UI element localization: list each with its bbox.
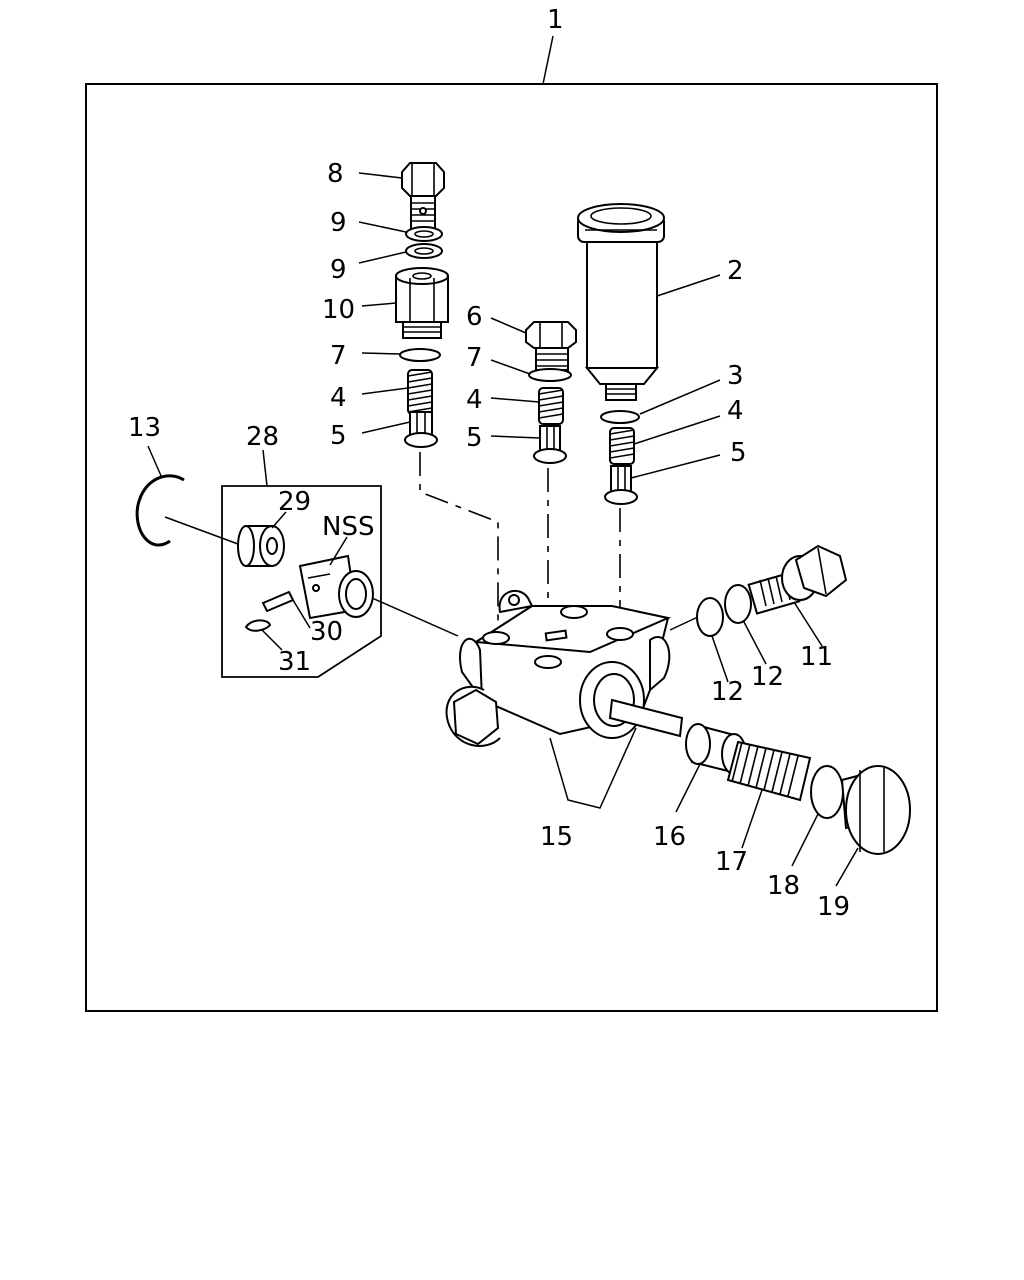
washer-9-lower	[405, 243, 443, 259]
leader-15	[549, 727, 637, 809]
leader-29	[271, 511, 287, 529]
label-6: 6	[466, 302, 483, 332]
label-2: 2	[727, 256, 744, 286]
spring-4-left	[407, 369, 433, 415]
label-4-middle: 4	[466, 385, 483, 415]
leader-6	[490, 317, 527, 334]
pump-body-15	[445, 589, 672, 747]
leader-31	[261, 629, 283, 651]
leader-5-left	[361, 421, 411, 434]
snap-ring-13	[135, 474, 185, 547]
gasket-18	[810, 765, 844, 819]
leader-4-middle	[490, 397, 540, 403]
valve-5-middle	[533, 425, 567, 464]
banjo-bolt-8	[401, 162, 445, 231]
leader-13	[147, 445, 163, 479]
leader-11	[793, 601, 823, 647]
leader-1	[542, 35, 554, 85]
centerline-right-port	[669, 615, 701, 631]
leader-30	[292, 599, 311, 629]
leader-8	[358, 172, 403, 179]
leader-7-left	[361, 352, 401, 355]
label-5-left: 5	[330, 421, 347, 451]
leader-3	[639, 379, 721, 415]
label-13: 13	[128, 413, 161, 443]
label-31: 31	[278, 647, 311, 677]
label-28: 28	[246, 422, 279, 452]
banjo-bolt-11	[747, 544, 848, 615]
label-11: 11	[800, 642, 833, 672]
clip-31	[244, 619, 272, 632]
centerline-left	[419, 452, 499, 630]
shaft-16-rod	[608, 698, 684, 738]
plug-19	[840, 765, 911, 855]
valve-5-right	[604, 465, 638, 505]
leader-5-right	[630, 454, 721, 479]
leader-2	[656, 274, 721, 297]
label-30: 30	[310, 617, 343, 647]
leader-9b	[358, 251, 407, 264]
centerline-ring	[164, 516, 239, 545]
label-8: 8	[327, 159, 344, 189]
spring-4-middle	[538, 387, 564, 425]
leader-28	[262, 449, 268, 487]
label-4-right: 4	[727, 396, 744, 426]
leader-19	[835, 847, 859, 887]
gasket-12-right	[724, 584, 752, 624]
label-9b: 9	[330, 255, 347, 285]
label-18: 18	[767, 871, 800, 901]
gasket-12-left	[696, 597, 724, 637]
o-ring-7-left	[399, 348, 441, 362]
fitting-10	[395, 267, 449, 339]
washer-9-lower-hole	[414, 247, 434, 255]
leader-nss	[329, 536, 348, 566]
label-1: 1	[547, 5, 564, 35]
label-19: 19	[817, 892, 850, 922]
label-10: 10	[322, 295, 355, 325]
label-7-middle: 7	[466, 343, 483, 373]
spring-17	[726, 740, 812, 802]
leader-7-middle	[490, 359, 531, 375]
leader-9a	[358, 221, 407, 233]
plug-6	[525, 321, 577, 371]
label-12-left: 12	[711, 677, 744, 707]
leader-12-right	[743, 621, 767, 665]
leader-5-middle	[490, 435, 541, 439]
label-29: 29	[278, 487, 311, 517]
spring-4-right	[609, 427, 635, 465]
label-nss: NSS	[322, 512, 374, 542]
roller-29	[237, 525, 285, 567]
leader-4-right	[633, 415, 721, 445]
washer-9-upper	[405, 226, 443, 242]
centerline-kit	[371, 597, 459, 637]
label-12-right: 12	[751, 662, 784, 692]
washer-9-upper-hole	[414, 230, 434, 238]
label-9a: 9	[330, 208, 347, 238]
leader-12-left	[711, 635, 729, 683]
valve-5-left	[404, 411, 438, 448]
label-7-left: 7	[330, 341, 347, 371]
tappet-nss	[298, 554, 374, 620]
leader-4-left	[361, 387, 409, 395]
leader-18	[791, 813, 819, 867]
label-17: 17	[715, 847, 748, 877]
leader-10	[361, 302, 397, 307]
o-ring-7-middle	[528, 368, 572, 382]
leader-17	[741, 789, 763, 849]
label-15: 15	[540, 822, 573, 852]
priming-pump-2	[577, 203, 665, 401]
label-4-left: 4	[330, 383, 347, 413]
label-3: 3	[727, 361, 744, 391]
leader-16	[675, 763, 701, 813]
kit-box-28	[221, 485, 382, 678]
label-5-right: 5	[730, 438, 747, 468]
o-ring-3	[600, 410, 640, 424]
label-5-middle: 5	[466, 423, 483, 453]
assembly-frame	[85, 83, 938, 1012]
pin-30	[261, 590, 295, 613]
label-16: 16	[653, 822, 686, 852]
